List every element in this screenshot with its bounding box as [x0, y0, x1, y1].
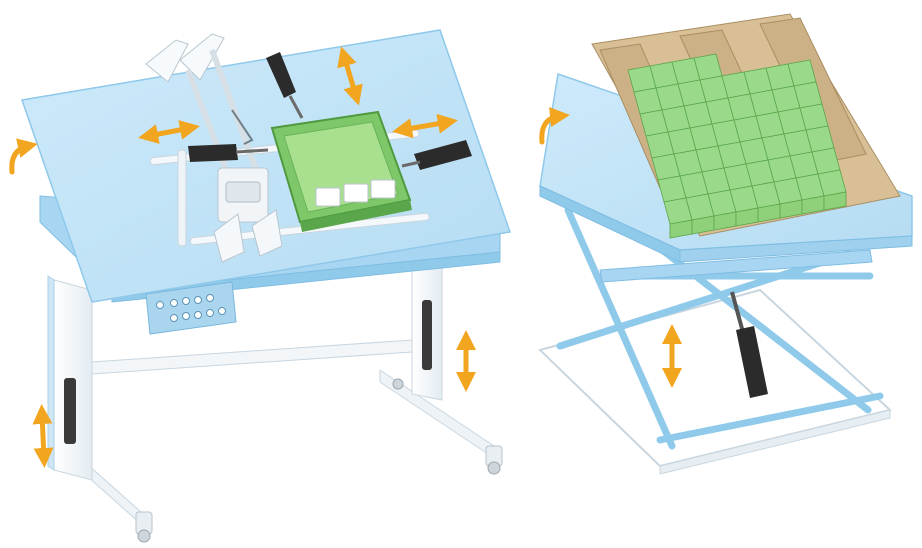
part-block [316, 188, 340, 206]
workbench-panel [12, 30, 510, 542]
lift-table-panel [540, 14, 912, 474]
linear-actuator-icon [188, 144, 238, 162]
lift-base-frame [540, 290, 890, 466]
double-arrow-icon [42, 414, 44, 458]
part-block [344, 184, 368, 202]
part-block [371, 180, 395, 198]
linear-actuator-icon [422, 300, 432, 370]
linear-actuator-icon [64, 378, 76, 444]
rotate-arrow-icon [12, 146, 28, 172]
